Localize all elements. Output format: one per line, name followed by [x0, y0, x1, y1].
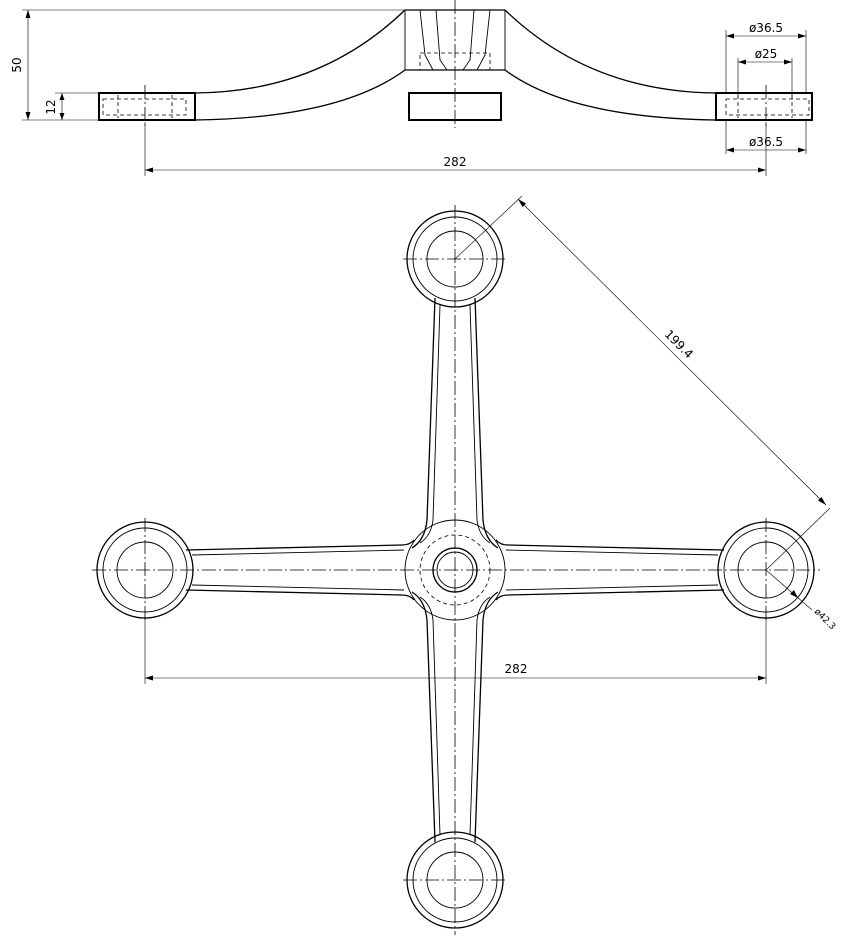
dim-inner-dia: ø25: [755, 47, 778, 61]
dim-side-span: 282: [444, 155, 467, 169]
dim-plan-diagonal: 199.4: [662, 327, 696, 361]
dim-side-thickness: 12: [44, 99, 58, 114]
dim-outer-dia-top: ø36.5: [749, 21, 783, 35]
dim-plan-span: 282: [505, 662, 528, 676]
dim-outer-dia-bottom: ø36.5: [749, 135, 783, 149]
side-view: 50 12: [10, 0, 813, 176]
plan-view: 199.4 ø42.3 282: [92, 195, 837, 935]
dim-hole-dia: ø42.3: [812, 607, 837, 632]
dim-side-height: 50: [10, 57, 24, 72]
